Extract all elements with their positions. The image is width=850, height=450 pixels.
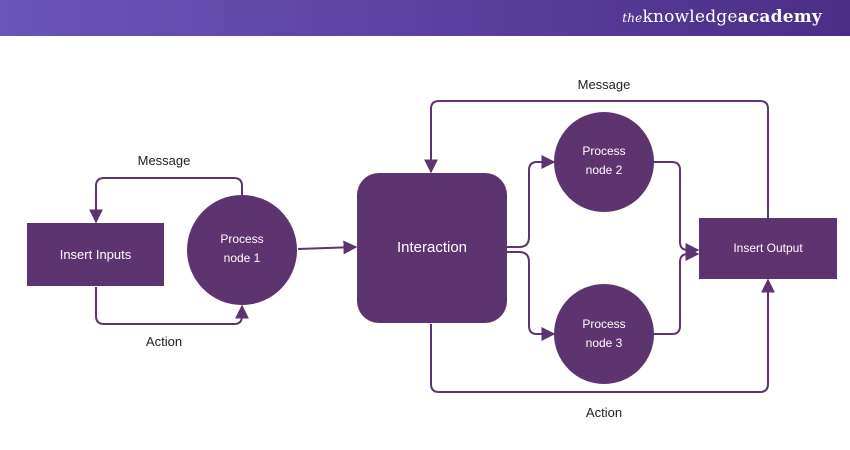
brand-prefix: the bbox=[622, 11, 643, 25]
message-label-left: Message bbox=[138, 153, 191, 168]
arrow-interaction-to-node3 bbox=[507, 251, 556, 341]
arrow-interaction-to-node2 bbox=[507, 155, 556, 248]
process-node-1-label-line1: Process bbox=[220, 232, 263, 246]
insert-inputs-box bbox=[27, 223, 164, 286]
action-label-left: Action bbox=[146, 334, 182, 349]
arrow-node2-to-output bbox=[654, 161, 700, 257]
arrow-node1-to-interaction bbox=[297, 240, 358, 255]
brand-logo: theknowledgeacademy bbox=[622, 7, 822, 27]
action-label-bottom: Action bbox=[586, 405, 622, 420]
insert-output-box bbox=[699, 218, 837, 279]
process-node-3-circle bbox=[554, 284, 654, 384]
interaction-label: Interaction bbox=[397, 239, 467, 256]
message-loop-left bbox=[89, 177, 243, 224]
message-label-top: Message bbox=[578, 77, 631, 92]
brand-middle: knowledge bbox=[642, 7, 738, 27]
action-loop-bottom bbox=[430, 278, 775, 393]
interaction-box bbox=[357, 173, 507, 323]
action-loop-left bbox=[95, 287, 249, 325]
header-banner: theknowledgeacademy bbox=[0, 0, 850, 36]
process-node-2-label-line2: node 2 bbox=[586, 163, 623, 177]
arrow-node3-to-output bbox=[654, 247, 700, 335]
brand-suffix: academy bbox=[737, 7, 822, 27]
process-node-2-label-line1: Process bbox=[582, 144, 625, 158]
process-node-2-circle bbox=[554, 112, 654, 212]
message-loop-top bbox=[424, 100, 769, 218]
process-node-1-label-line2: node 1 bbox=[224, 251, 261, 265]
insert-output-label: Insert Output bbox=[733, 241, 803, 255]
process-node-3-label-line2: node 3 bbox=[586, 336, 623, 350]
insert-inputs-label: Insert Inputs bbox=[60, 247, 132, 262]
process-node-1-circle bbox=[187, 195, 297, 305]
process-node-3-label-line1: Process bbox=[582, 317, 625, 331]
